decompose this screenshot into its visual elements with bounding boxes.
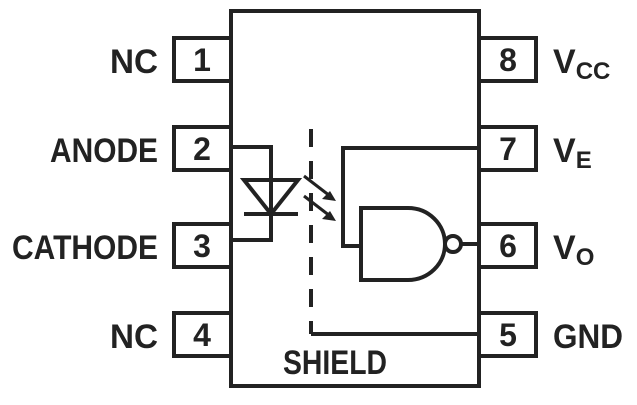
pin-box-8: [477, 36, 538, 83]
pin-number-6: 6: [499, 228, 517, 264]
pin-box-1: [172, 36, 233, 83]
pin-box-3: [172, 222, 233, 269]
pin-label-7: VE: [553, 132, 592, 174]
pin-label-5: GND: [553, 318, 623, 356]
pin-number-4: 4: [193, 317, 211, 353]
pin-number-1: 1: [193, 42, 211, 78]
light-emission-arrows-icon: [303, 174, 336, 221]
pin-number-7: 7: [499, 131, 517, 167]
pin-label-6: VO: [553, 229, 594, 271]
pin-label-8-main: V: [553, 43, 576, 81]
nand-gate-icon: [341, 146, 479, 282]
pin-box-4: [172, 311, 233, 358]
pin-label-7-main: V: [553, 132, 576, 170]
pin-label-7-sub: E: [576, 147, 592, 174]
pin-number-3: 3: [193, 228, 211, 264]
pin-number-5: 5: [499, 317, 517, 353]
pin-label-6-sub: O: [576, 244, 595, 271]
pin-label-8-sub: CC: [576, 58, 611, 85]
pin-number-2: 2: [193, 131, 211, 167]
pin-label-2: ANODE: [50, 132, 158, 170]
pin-label-8: VCC: [553, 43, 610, 85]
ic-body: [229, 9, 481, 388]
led-diode-icon: [231, 145, 303, 242]
shield-label: SHIELD: [283, 344, 387, 382]
pin-label-1: NC: [110, 43, 158, 81]
pin-label-4: NC: [110, 318, 158, 356]
pin-label-3: CATHODE: [12, 229, 158, 267]
pin-label-6-main: V: [553, 229, 576, 267]
pin-number-8: 8: [499, 42, 517, 78]
shield-line: [309, 129, 479, 336]
